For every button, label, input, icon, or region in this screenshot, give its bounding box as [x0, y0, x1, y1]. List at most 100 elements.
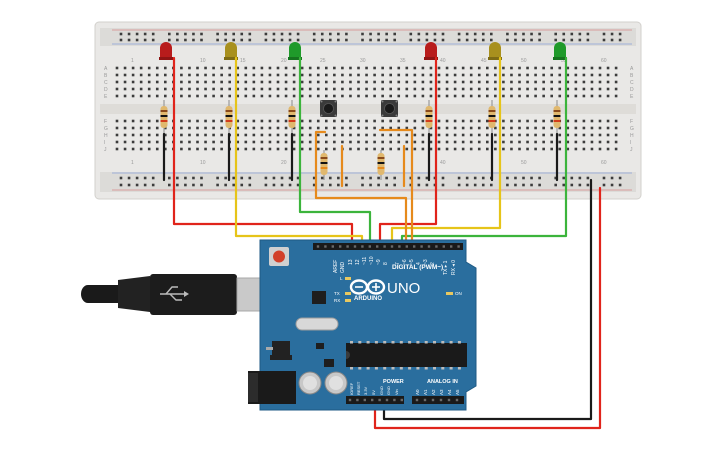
pin-label-3v3: 3.3V: [363, 386, 368, 395]
header-pin: [393, 398, 396, 402]
led-green-1[interactable]: [288, 42, 302, 60]
breadboard-hole: [119, 176, 123, 180]
breadboard-hole: [164, 73, 167, 77]
breadboard-hole: [490, 32, 493, 36]
resistor-5[interactable]: [488, 100, 496, 134]
breadboard-hole: [461, 147, 465, 151]
breadboard-hole: [212, 119, 215, 123]
resistor-6[interactable]: [553, 100, 561, 134]
breadboard-hole: [494, 87, 497, 91]
breadboard-hole: [296, 176, 300, 180]
breadboard-hole: [349, 126, 352, 130]
breadboard-hole: [566, 133, 570, 137]
breadboard-hole: [337, 183, 340, 187]
led-red-2-body: [425, 42, 437, 58]
breadboard-hole: [284, 126, 288, 130]
breadboard-hole: [316, 133, 320, 137]
voltage-regulator: [266, 341, 292, 360]
breadboard-hole: [610, 38, 614, 42]
col-num-20-bottom: 20: [281, 160, 287, 166]
breadboard-hole: [248, 176, 252, 180]
chip-pin: [358, 367, 362, 370]
breadboard-hole: [518, 87, 521, 91]
header-pin: [361, 245, 364, 248]
header-pin: [363, 398, 366, 402]
breadboard-hole: [473, 183, 477, 187]
header-pin: [324, 245, 327, 248]
led-green-2[interactable]: [553, 42, 567, 60]
breadboard-hole: [582, 126, 586, 130]
breadboard-hole: [469, 87, 473, 91]
breadboard-hole: [316, 73, 320, 77]
resistor-2[interactable]: [225, 100, 233, 134]
breadboard-hole: [147, 126, 151, 130]
breadboard-hole: [542, 94, 545, 98]
breadboard-hole: [325, 73, 328, 77]
breadboard-hole: [131, 133, 135, 137]
resistor-button-1[interactable]: [320, 150, 328, 180]
breadboard-hole: [252, 119, 256, 123]
pin-label-rx: RX ◂ 0: [451, 260, 457, 275]
breadboard-hole: [264, 38, 268, 42]
breadboard-hole: [204, 87, 207, 91]
analog-pin-labels: A0 A1 A2 A3 A4 A5: [415, 389, 460, 395]
resistor-3[interactable]: [288, 100, 296, 134]
breadboard-hole: [377, 38, 380, 42]
breadboard-hole: [614, 87, 618, 91]
breadboard-hole: [252, 94, 256, 98]
resistor-1[interactable]: [160, 100, 168, 134]
breadboard-hole: [184, 38, 187, 42]
breadboard-hole: [618, 38, 622, 42]
small-component-2: [324, 359, 334, 367]
led-yellow-1[interactable]: [224, 42, 238, 60]
led-yellow-2[interactable]: [488, 42, 502, 60]
led-red-1[interactable]: [159, 42, 173, 60]
row-letters-left: A B C D E F G H I J: [104, 66, 108, 153]
breadboard-hole: [502, 133, 505, 137]
breadboard-hole: [188, 80, 191, 84]
header-pin: [435, 245, 438, 248]
breadboard-hole: [276, 126, 280, 130]
breadboard-hole: [188, 147, 191, 151]
breadboard-hole: [542, 87, 545, 91]
push-button-2[interactable]: [381, 100, 398, 117]
arduino-logo: ARDUINO UNO: [349, 279, 420, 302]
breadboard-hole: [260, 119, 264, 123]
breadboard-hole: [316, 147, 320, 151]
breadboard-hole: [365, 87, 368, 91]
breadboard-hole: [486, 147, 489, 151]
reset-button[interactable]: [269, 247, 289, 266]
led-red-2[interactable]: [424, 42, 438, 60]
breadboard-hole: [486, 119, 489, 123]
breadboard-hole: [574, 73, 578, 77]
pin-label-6: ~6: [402, 259, 408, 265]
breadboard-hole: [558, 87, 562, 91]
breadboard-hole: [204, 126, 207, 130]
breadboard-hole: [506, 38, 509, 42]
breadboard-hole: [357, 126, 360, 130]
breadboard-hole: [155, 73, 159, 77]
breadboard-hole: [341, 119, 344, 123]
resistor-4[interactable]: [425, 100, 433, 134]
breadboard-hole: [518, 140, 521, 144]
breadboard-hole: [333, 73, 336, 77]
chip-pin: [449, 367, 453, 370]
breadboard-hole: [602, 38, 606, 42]
breadboard-hole: [494, 133, 497, 137]
breadboard-hole: [453, 87, 457, 91]
breadboard-hole: [292, 126, 296, 130]
header-pin: [316, 245, 320, 248]
resistor-button-2[interactable]: [377, 150, 385, 180]
breadboard-hole: [425, 183, 429, 187]
breadboard-hole: [526, 73, 529, 77]
col-num-40-bottom: 40: [440, 160, 446, 166]
push-button-1[interactable]: [320, 100, 337, 117]
tx-led-label: TX: [334, 291, 340, 296]
breadboard-hole: [325, 80, 328, 84]
breadboard-hole: [570, 32, 574, 36]
breadboard-hole: [397, 66, 401, 70]
breadboard-hole: [139, 119, 143, 123]
breadboard-hole: [224, 176, 227, 180]
breadboard-hole: [562, 38, 566, 42]
breadboard-hole: [232, 183, 235, 187]
